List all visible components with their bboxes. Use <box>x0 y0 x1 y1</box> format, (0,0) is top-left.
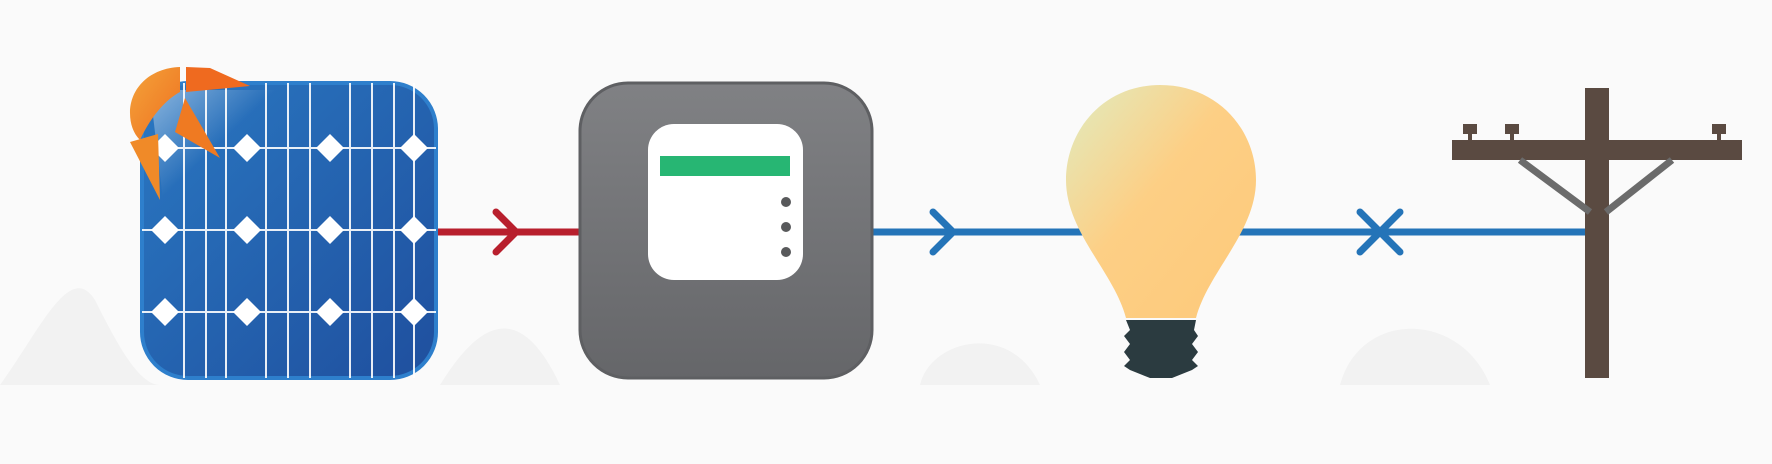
status-light <box>781 222 791 232</box>
connection-load-to-grid <box>1231 208 1594 256</box>
inverter-icon <box>578 81 874 380</box>
flow-arrow-icon <box>929 208 957 256</box>
cross-marker-icon <box>1356 208 1404 256</box>
insulator-icon <box>1463 124 1477 134</box>
sun-icon <box>130 67 250 200</box>
flow-arrow-icon <box>492 208 520 256</box>
status-light <box>781 247 791 257</box>
light-bulb-icon <box>1066 85 1256 378</box>
inverter-screen <box>648 124 803 280</box>
connection-inverter-to-load <box>866 208 1089 256</box>
insulator-icon <box>1712 124 1726 134</box>
insulator-icon <box>1505 124 1519 134</box>
status-light <box>781 197 791 207</box>
bulb-base <box>1124 320 1198 378</box>
background-silhouettes <box>0 288 1490 385</box>
utility-pole-icon <box>1452 88 1742 378</box>
connection-solar-to-inverter <box>426 208 586 256</box>
display-bar <box>660 156 790 176</box>
